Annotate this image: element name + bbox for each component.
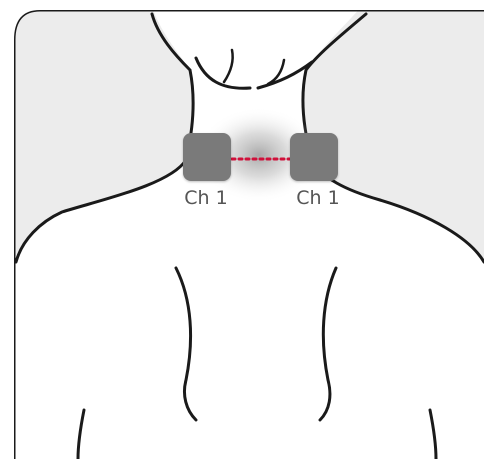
left-electrode-pad — [183, 133, 231, 181]
right-electrode-label: Ch 1 — [296, 187, 339, 209]
left-electrode-label: Ch 1 — [184, 187, 227, 209]
right-electrode-pad — [290, 133, 338, 181]
